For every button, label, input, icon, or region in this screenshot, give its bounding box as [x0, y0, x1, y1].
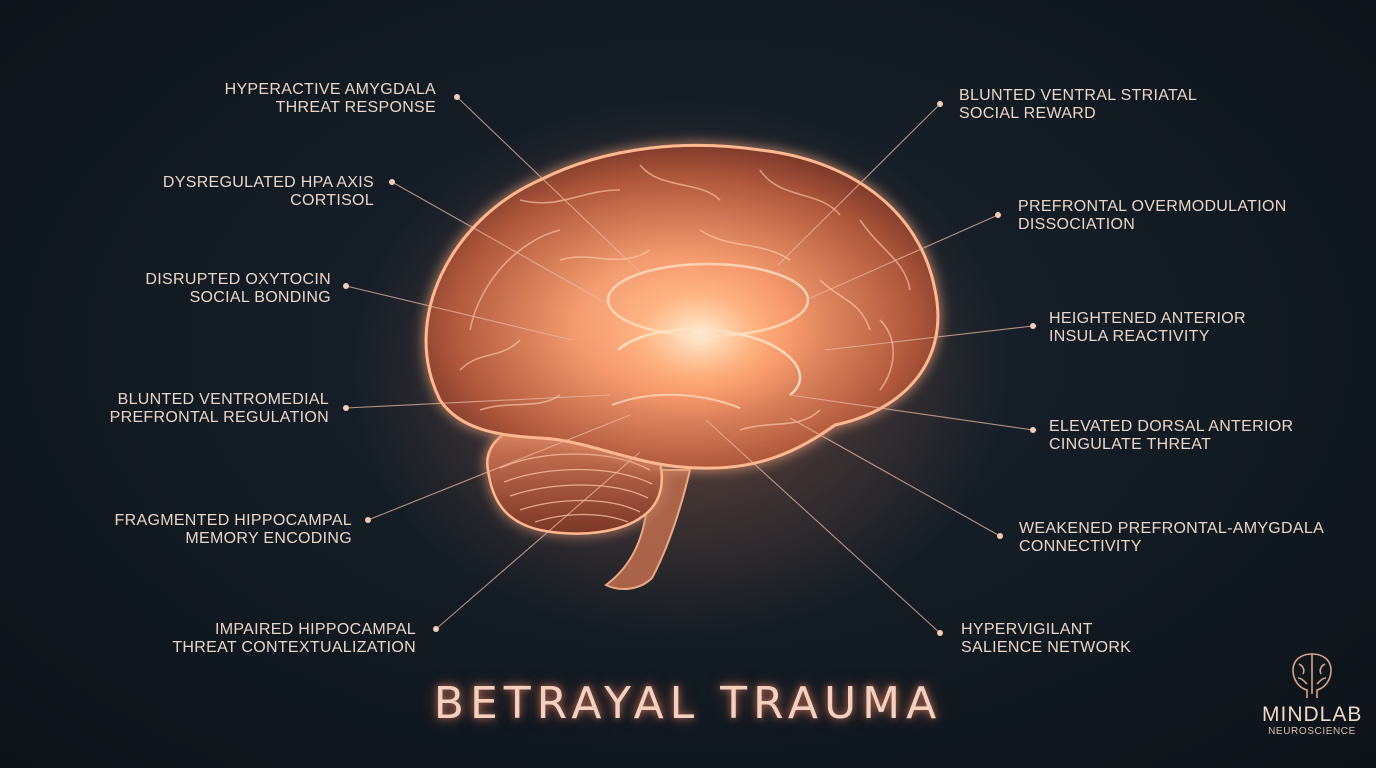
label-ventral-striatal: BLUNTED VENTRAL STRIATAL SOCIAL REWARD: [959, 87, 1197, 123]
logo-subtitle: NEUROSCIENCE: [1268, 726, 1356, 737]
logo: MINDLAB NEUROSCIENCE: [1262, 650, 1362, 738]
label-line: THREAT RESPONSE: [275, 99, 436, 116]
label-hippocampal-memory: FRAGMENTED HIPPOCAMPAL MEMORY ENCODING: [115, 512, 352, 548]
leader-dot: [365, 517, 371, 523]
label-line: INSULA REACTIVITY: [1049, 328, 1210, 345]
label-dorsal-anterior-cingulate: ELEVATED DORSAL ANTERIOR CINGULATE THREA…: [1049, 418, 1293, 454]
leader-line: [705, 419, 941, 634]
label-line: PREFRONTAL REGULATION: [109, 409, 329, 426]
leader-line: [367, 414, 631, 521]
label-line: IMPAIRED HIPPOCAMPAL: [215, 621, 416, 638]
label-line: HYPERVIGILANT: [961, 621, 1093, 638]
leader-dot: [997, 533, 1003, 539]
label-line: DYSREGULATED HPA AXIS: [162, 174, 374, 191]
label-line: ELEVATED DORSAL ANTERIOR: [1049, 418, 1294, 435]
label-line: WEAKENED PREFRONTAL-AMYGDALA: [1019, 520, 1325, 537]
leader-line: [805, 214, 999, 301]
leader-dots: [343, 94, 1036, 636]
leader-dot: [995, 212, 1001, 218]
label-line: BLUNTED VENTROMEDIAL: [117, 391, 329, 408]
label-line: HYPERACTIVE AMYGDALA: [224, 81, 436, 98]
leader-dot: [937, 101, 943, 107]
label-anterior-insula: HEIGHTENED ANTERIOR INSULA REACTIVITY: [1049, 310, 1246, 346]
label-line: PREFRONTAL OVERMODULATION: [1018, 198, 1287, 215]
leader-dot: [937, 630, 943, 636]
label-oxytocin: DISRUPTED OXYTOCIN SOCIAL BONDING: [145, 271, 331, 307]
leader-line: [435, 451, 641, 630]
leader-line: [824, 325, 1034, 351]
label-prefrontal-overmodulation: PREFRONTAL OVERMODULATION DISSOCIATION: [1018, 198, 1287, 234]
leader-dot: [343, 405, 349, 411]
brain-icon: [1292, 653, 1332, 698]
label-line: HEIGHTENED ANTERIOR: [1049, 310, 1246, 327]
label-line: SOCIAL REWARD: [959, 105, 1096, 122]
label-hippocampal-threat: IMPAIRED HIPPOCAMPAL THREAT CONTEXTUALIZ…: [172, 621, 416, 657]
leader-dot: [454, 94, 460, 100]
leader-dot: [1030, 323, 1036, 329]
leader-line: [789, 417, 1001, 537]
label-line: FRAGMENTED HIPPOCAMPAL: [114, 512, 352, 529]
label-salience-network: HYPERVIGILANT SALIENCE NETWORK: [961, 621, 1131, 657]
leader-line: [391, 181, 611, 306]
label-prefrontal-amygdala: WEAKENED PREFRONTAL-AMYGDALA CONNECTIVIT…: [1019, 520, 1324, 556]
brain-illustration: [350, 100, 1010, 640]
leader-line: [345, 285, 573, 341]
label-line: SALIENCE NETWORK: [961, 639, 1132, 656]
label-hyperactive-amygdala: HYPERACTIVE AMYGDALA THREAT RESPONSE: [225, 81, 436, 117]
label-line: BLUNTED VENTRAL STRIATAL: [959, 87, 1198, 104]
leader-dot: [389, 179, 395, 185]
label-line: CONNECTIVITY: [1019, 538, 1142, 555]
label-ventromedial: BLUNTED VENTROMEDIAL PREFRONTAL REGULATI…: [110, 391, 329, 427]
label-hpa-axis: DYSREGULATED HPA AXIS CORTISOL: [163, 174, 374, 210]
label-line: CORTISOL: [290, 192, 374, 209]
label-line: CINGULATE THREAT: [1049, 436, 1212, 453]
label-line: THREAT CONTEXTUALIZATION: [172, 639, 416, 656]
label-line: SOCIAL BONDING: [189, 289, 331, 306]
leader-line: [777, 103, 941, 266]
logo-name: MINDLAB: [1262, 703, 1363, 726]
leader-line: [789, 394, 1034, 431]
leader-dot: [343, 283, 349, 289]
label-line: MEMORY ENCODING: [185, 530, 352, 547]
leader-line: [345, 394, 611, 409]
label-line: DISSOCIATION: [1018, 216, 1136, 233]
label-line: DISRUPTED OXYTOCIN: [145, 271, 331, 288]
leader-lines: [345, 96, 1034, 634]
diagram-title: BETRAYAL TRAUMA: [433, 678, 943, 729]
leader-dot: [1030, 427, 1036, 433]
leader-line: [456, 96, 641, 273]
leader-dot: [433, 626, 439, 632]
